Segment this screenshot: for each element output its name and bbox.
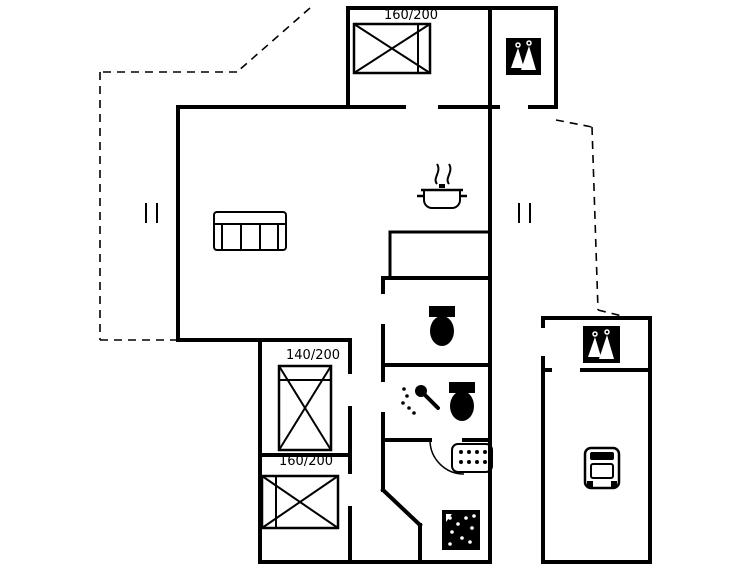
toilet-icon-2 — [449, 382, 475, 421]
wardrobe-icon-top — [506, 38, 541, 75]
toilet-icon-1 — [429, 306, 455, 346]
window-ticks — [145, 203, 531, 223]
shower-icon — [401, 385, 440, 415]
exterior-walls — [176, 6, 652, 564]
cooking-pot-icon — [417, 163, 467, 209]
bed-size-label-top: 160/200 — [384, 8, 438, 23]
interior-walls — [258, 6, 652, 564]
boundary-dashed-lines — [99, 7, 623, 341]
wardrobe-icon-annex — [583, 326, 620, 363]
double-bed-icon-bottom — [260, 474, 340, 530]
boiler-icon — [442, 510, 480, 550]
sofa-icon — [213, 211, 287, 251]
car-icon — [583, 446, 621, 490]
double-bed-icon-top — [352, 22, 432, 75]
door-swing-arc — [429, 439, 465, 475]
double-bed-icon-middle — [277, 364, 333, 452]
sink-hob-icon — [451, 443, 493, 473]
bed-size-label-middle: 140/200 — [286, 348, 340, 363]
bed-size-label-bottom: 160/200 — [279, 454, 333, 469]
